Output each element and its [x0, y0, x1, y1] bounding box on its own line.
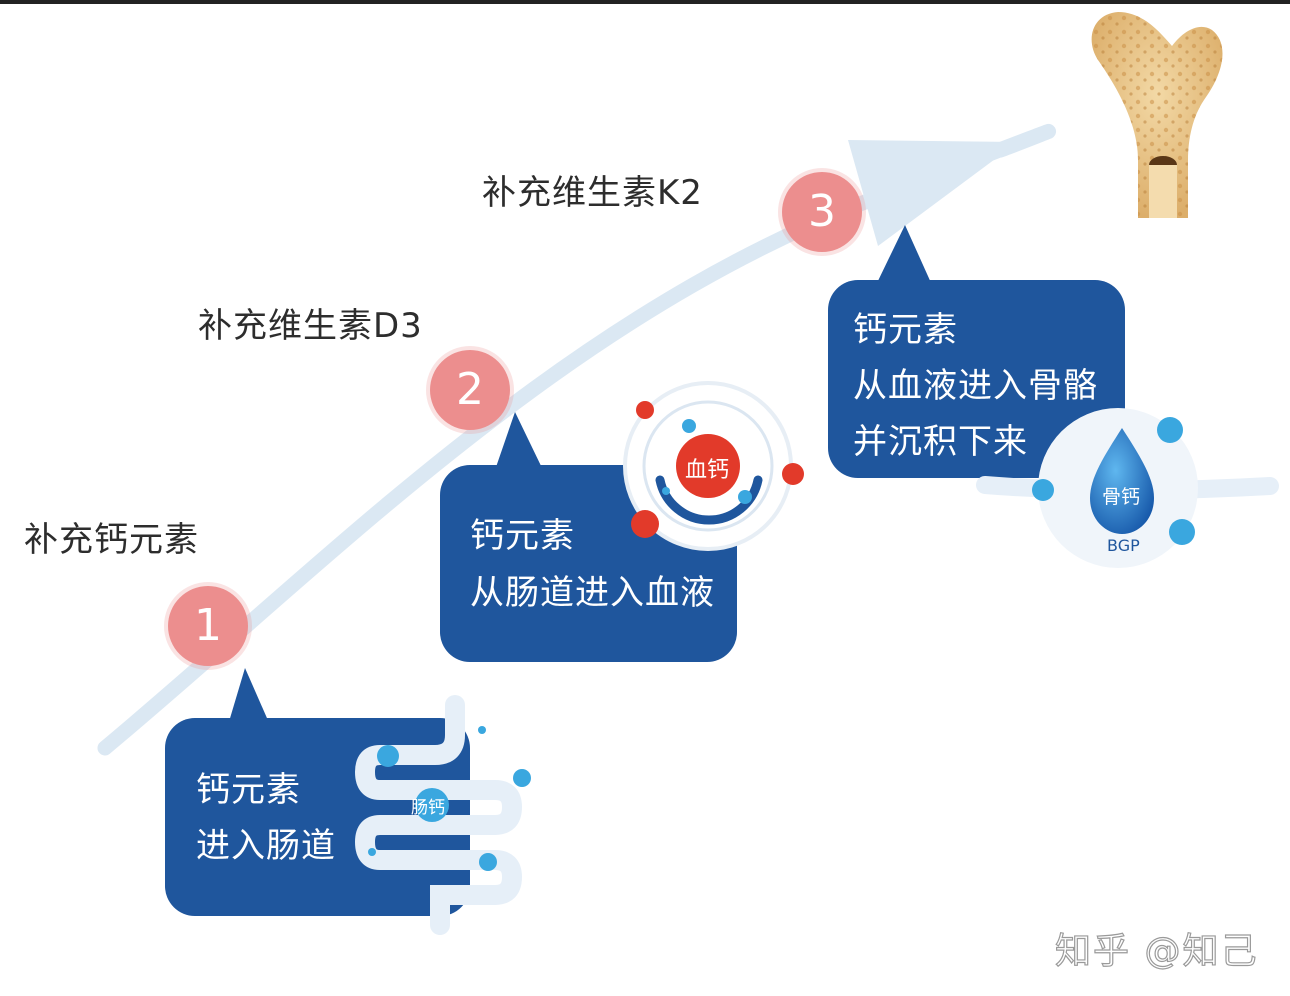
bubble-1-line-1: 钙元素: [196, 770, 301, 810]
step-3-number: 3: [782, 172, 862, 252]
bubble-3-line-1: 钙元素: [853, 310, 958, 350]
bubble-3-line-2: 从血液进入骨骼: [853, 366, 1098, 406]
bone-calcium-label: 骨钙: [1102, 486, 1141, 508]
step-2-label: 补充维生素D3: [198, 306, 423, 346]
bubble-3-line-3: 并沉积下来: [853, 422, 1028, 462]
blood-calcium-icon: [623, 381, 804, 551]
bubble-2-line-2: 从肠道进入血液: [470, 573, 715, 613]
intestine-icon: [354, 695, 531, 935]
top-border: [0, 0, 1290, 4]
progress-arrow-head: [848, 140, 1018, 246]
step-2-number: 2: [430, 350, 510, 430]
bone-drop-icon: [976, 408, 1279, 568]
intestine-calcium-label: 肠钙: [411, 798, 445, 818]
step-1-number: 1: [168, 586, 248, 666]
bubble-2-line-1: 钙元素: [470, 516, 575, 556]
step-3-label: 补充维生素K2: [482, 173, 703, 213]
blood-calcium-label: 血钙: [685, 458, 730, 483]
bgp-label: BGP: [1107, 536, 1140, 555]
bubble-1-line-2: 进入肠道: [196, 826, 336, 866]
step-1-label: 补充钙元素: [24, 520, 199, 560]
femur-bone-icon: [1091, 12, 1223, 218]
watermark: 知乎 @知己: [1054, 930, 1259, 972]
bubble-3: [828, 225, 1125, 478]
